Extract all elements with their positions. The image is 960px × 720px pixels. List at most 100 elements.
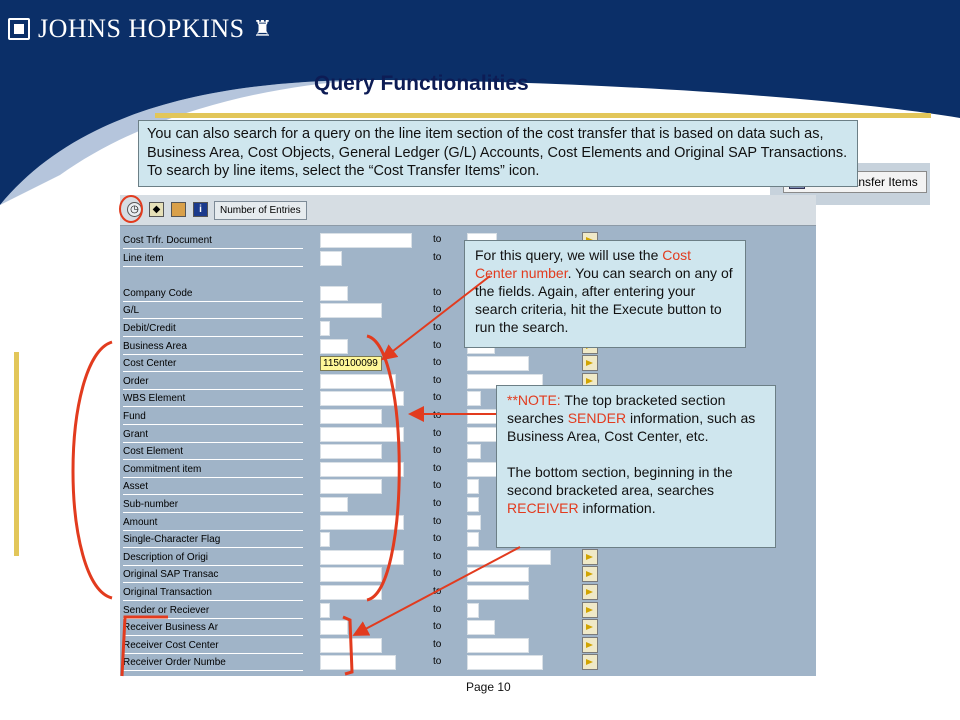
- field-to-label: to: [433, 533, 442, 545]
- field-from-input[interactable]: [320, 303, 382, 319]
- callout-text-after: . You can search on any of the fields. A…: [475, 265, 733, 335]
- field-label: Business Area: [123, 339, 303, 355]
- field-to-input[interactable]: [467, 620, 495, 636]
- field-label: Asset: [123, 479, 303, 496]
- page-number: Page 10: [466, 680, 511, 694]
- field-to-label: to: [433, 410, 442, 421]
- note-prefix: **NOTE:: [507, 392, 561, 408]
- field-from-input[interactable]: [320, 567, 382, 583]
- field-to-input[interactable]: [467, 567, 529, 583]
- field-to-input[interactable]: [467, 549, 551, 565]
- execute-icon[interactable]: ◷: [127, 202, 142, 217]
- field-from-input[interactable]: [320, 233, 412, 248]
- multiple-selection-arrow-icon[interactable]: [582, 636, 598, 653]
- field-to-label: to: [433, 515, 442, 527]
- dome-icon: ♜: [252, 16, 273, 41]
- field-to-label: to: [433, 234, 442, 245]
- field-to-input[interactable]: [467, 444, 481, 460]
- field-from-input[interactable]: [320, 338, 348, 354]
- field-to-label: to: [433, 586, 442, 597]
- field-to-label: to: [433, 374, 442, 386]
- field-from-input[interactable]: [320, 585, 382, 600]
- multiple-selection-arrow-icon[interactable]: [582, 566, 598, 583]
- field-from-input[interactable]: [320, 602, 330, 618]
- sender-receiver-note: **NOTE: The top bracketed section search…: [496, 385, 776, 548]
- field-to-input[interactable]: [467, 356, 529, 372]
- field-row: Grant to: [120, 425, 816, 443]
- field-to-input[interactable]: [467, 391, 481, 407]
- multiple-selection-arrow-icon[interactable]: [582, 584, 598, 600]
- field-label: Cost Trfr. Document: [123, 233, 303, 249]
- field-to-input[interactable]: [467, 514, 481, 530]
- field-label: Original SAP Transac: [123, 567, 303, 584]
- field-to-input[interactable]: [467, 585, 529, 600]
- shield-icon: [8, 18, 30, 40]
- field-from-input[interactable]: [320, 444, 382, 460]
- field-from-input[interactable]: [320, 409, 382, 424]
- field-from-input[interactable]: [320, 620, 348, 636]
- field-to-input[interactable]: [467, 497, 479, 512]
- cost-center-callout: For this query, we will use the Cost Cen…: [464, 240, 746, 348]
- field-to-label: to: [433, 427, 442, 439]
- multiple-selection-arrow-icon[interactable]: [582, 355, 598, 372]
- field-to-input[interactable]: [467, 655, 543, 671]
- field-from-input[interactable]: [320, 391, 404, 407]
- note-p2-after: information.: [578, 500, 656, 516]
- multiple-selection-arrow-icon[interactable]: [582, 654, 598, 671]
- field-from-input[interactable]: 1150100099: [320, 356, 382, 372]
- field-label: Original Transaction: [123, 585, 303, 601]
- sap-toolbar: ◷ ◆ i Number of Entries: [120, 195, 816, 226]
- number-of-entries-button[interactable]: Number of Entries: [214, 201, 307, 220]
- note-p1-after: information, such as Business Area, Cost…: [507, 410, 756, 444]
- field-label: Receiver Business Ar: [123, 620, 303, 637]
- variants-icon[interactable]: ◆: [149, 202, 164, 217]
- field-label: Sender or Reciever: [123, 603, 303, 619]
- info-icon[interactable]: i: [193, 202, 208, 217]
- field-to-input[interactable]: [467, 602, 479, 618]
- field-label: Cost Center: [123, 356, 303, 373]
- multiple-selection-arrow-icon[interactable]: [582, 601, 598, 618]
- note-p1-before: The top bracketed section searches: [507, 392, 726, 426]
- note-sender: SENDER: [567, 410, 627, 426]
- field-from-input[interactable]: [320, 655, 396, 671]
- field-to-input[interactable]: [467, 637, 529, 653]
- intro-callout: You can also search for a query on the l…: [138, 120, 858, 187]
- multiple-selection-arrow-icon[interactable]: [582, 548, 598, 565]
- field-to-label: to: [433, 392, 442, 404]
- field-label: Sub-number: [123, 497, 303, 513]
- field-from-input[interactable]: [320, 532, 330, 548]
- brand-name: JOHNS HOPKINS: [38, 14, 245, 43]
- field-from-input[interactable]: [320, 250, 342, 266]
- field-from-input[interactable]: [320, 637, 382, 653]
- field-to-input[interactable]: [467, 426, 497, 442]
- field-label: Company Code: [123, 286, 303, 302]
- field-label: Cost Element: [123, 444, 303, 461]
- field-to-label: to: [433, 445, 442, 457]
- field-label: Debit/Credit: [123, 321, 303, 337]
- note-p2-before: The bottom section, beginning in the sec…: [507, 464, 733, 498]
- save-icon[interactable]: [171, 202, 186, 217]
- field-label: Receiver Cost Center: [123, 638, 303, 654]
- field-from-input[interactable]: [320, 549, 404, 565]
- field-label: G/L: [123, 303, 303, 320]
- sender-left-bracket: [71, 340, 113, 600]
- header-swoosh: [0, 0, 960, 205]
- field-from-input[interactable]: [320, 514, 404, 530]
- multiple-selection-arrow-icon[interactable]: [582, 619, 598, 636]
- field-from-input[interactable]: [320, 479, 382, 495]
- field-label: Grant: [123, 427, 303, 443]
- field-to-input[interactable]: [467, 461, 497, 477]
- field-from-input[interactable]: [320, 497, 348, 512]
- field-from-input[interactable]: [320, 321, 330, 336]
- field-from-input[interactable]: [320, 285, 348, 301]
- field-to-input[interactable]: [467, 409, 497, 424]
- field-to-label: to: [433, 462, 442, 474]
- field-from-input[interactable]: [320, 373, 396, 389]
- field-from-input[interactable]: [320, 426, 404, 442]
- field-to-input[interactable]: [467, 532, 479, 548]
- field-to-input[interactable]: [467, 479, 479, 495]
- field-from-input[interactable]: [320, 461, 404, 477]
